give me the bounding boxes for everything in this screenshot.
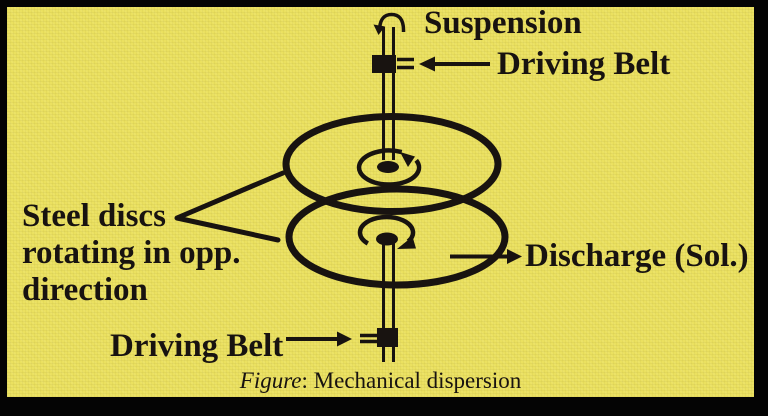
arrow-driving-belt-top — [419, 56, 490, 72]
belt-lines-bottom — [360, 333, 378, 344]
arrow-driving-belt-bottom-head — [337, 331, 352, 347]
rotation-arc-top — [356, 148, 422, 187]
arrow-driving-belt-top-head — [419, 56, 435, 72]
arrow-discharge — [450, 249, 522, 264]
shaft-rotation-arc — [378, 12, 406, 33]
rotation-arrowhead-top — [400, 152, 415, 167]
rotation-arc-bottom — [357, 214, 416, 246]
disc-hub-top — [377, 161, 399, 173]
steel-discs-label: Steel discs rotating in opp. direction — [22, 198, 241, 308]
caption-text: : Mechanical dispersion — [301, 368, 522, 393]
pulley-bottom — [377, 328, 398, 347]
shaft-rotation-arrow-icon — [373, 12, 406, 35]
steel-disc-bottom — [285, 185, 509, 289]
shaft-rotation-arrowhead — [373, 24, 385, 35]
suspension-label: Suspension — [424, 5, 582, 41]
figure-panel: Suspension Driving Belt Steel discs rota… — [7, 7, 754, 397]
figure-caption: Figure: Mechanical dispersion — [7, 368, 754, 393]
belt-lines-top — [397, 57, 414, 70]
arrow-discharge-head — [507, 249, 522, 264]
pulley-top — [372, 55, 396, 73]
rotation-arrowhead-bottom — [397, 236, 416, 249]
steel-disc-top — [282, 113, 502, 215]
rotation-arrow-top-icon — [356, 148, 422, 187]
disc-hub-bottom — [376, 232, 398, 246]
pointer-lines-steel-discs — [174, 170, 286, 243]
rotation-arrow-bottom-icon — [357, 214, 416, 249]
discharge-label: Discharge (Sol.) — [525, 238, 749, 274]
driving-belt-bottom-label: Driving Belt — [110, 328, 284, 364]
caption-figure-word: Figure — [239, 368, 302, 393]
driving-belt-top-label: Driving Belt — [497, 46, 671, 82]
shaft-top — [382, 27, 395, 160]
mechanical-dispersion-diagram — [174, 12, 522, 362]
arrow-driving-belt-bottom — [286, 331, 352, 347]
